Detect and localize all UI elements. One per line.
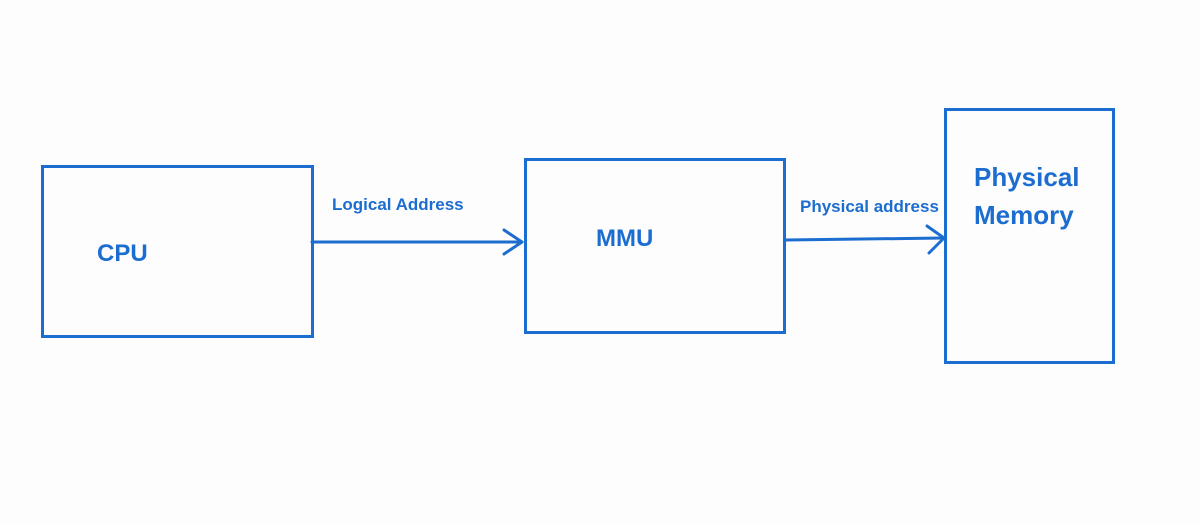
mmu-label: MMU — [596, 225, 654, 252]
cpu-box — [41, 165, 314, 338]
physical-memory-label-line2: Memory — [974, 200, 1074, 230]
physical-address-label: Physical address — [800, 197, 939, 216]
mmu-to-memory-arrow — [784, 224, 946, 255]
mmu-box — [524, 158, 786, 334]
cpu-to-mmu-arrowhead — [502, 228, 524, 256]
logical-address-label: Logical Address — [332, 195, 464, 214]
cpu-label: CPU — [97, 240, 148, 267]
mmu-to-memory-arrowhead — [925, 224, 946, 255]
physical-memory-box — [944, 108, 1115, 364]
physical-memory-label-line1: Physical — [974, 162, 1080, 192]
cpu-to-mmu-arrow — [310, 228, 524, 256]
mmu-to-memory-arrow-line — [784, 236, 946, 242]
